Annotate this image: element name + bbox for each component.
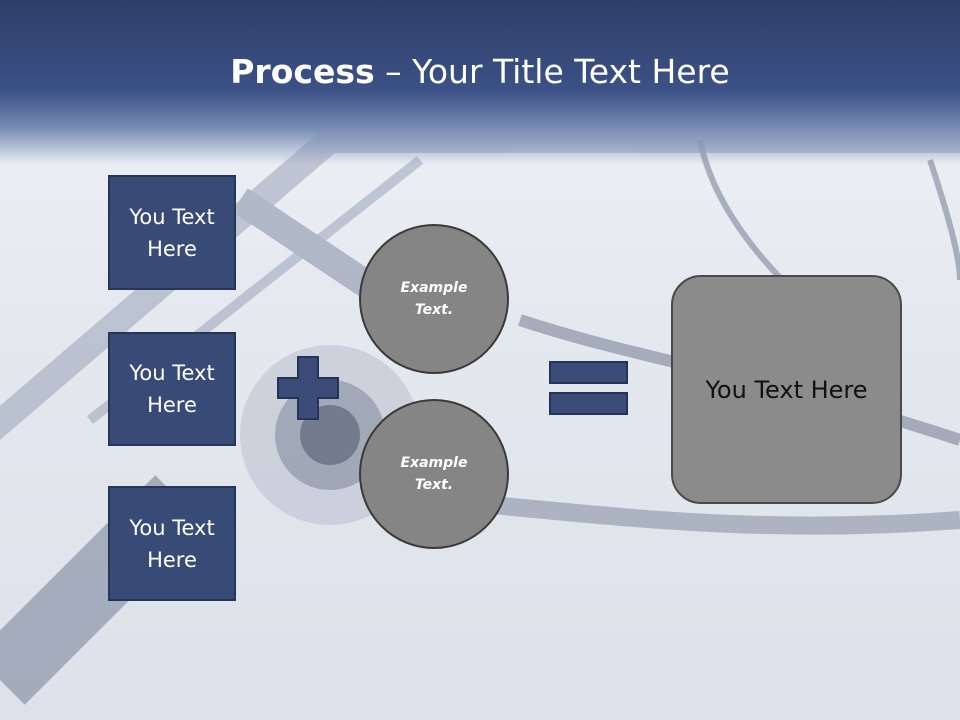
plus-icon: [277, 356, 339, 420]
text-box-3-line1: You Text: [129, 515, 215, 540]
title-bold: Process: [230, 52, 375, 91]
result-box[interactable]: You Text Here: [671, 275, 902, 504]
circle-1-line2: Text.: [414, 302, 454, 318]
title-text: Your Title Text Here: [412, 52, 730, 91]
equals-icon: [549, 361, 628, 415]
text-box-3-line2: Here: [147, 547, 197, 572]
result-text: You Text Here: [705, 375, 868, 404]
circle-2-line2: Text.: [414, 477, 454, 493]
text-box-2-line2: Here: [147, 393, 197, 417]
page-title: Process – Your Title Text Here: [0, 52, 960, 91]
text-box-1-line1: You Text: [129, 204, 215, 229]
circle-1-line1: Example: [400, 280, 468, 296]
circle-2-line1: Example: [400, 455, 468, 471]
text-box-2-line1: You Text: [129, 361, 215, 385]
text-box-1-line2: Here: [147, 236, 197, 261]
header-band: [0, 0, 960, 165]
title-dash: –: [374, 52, 413, 91]
